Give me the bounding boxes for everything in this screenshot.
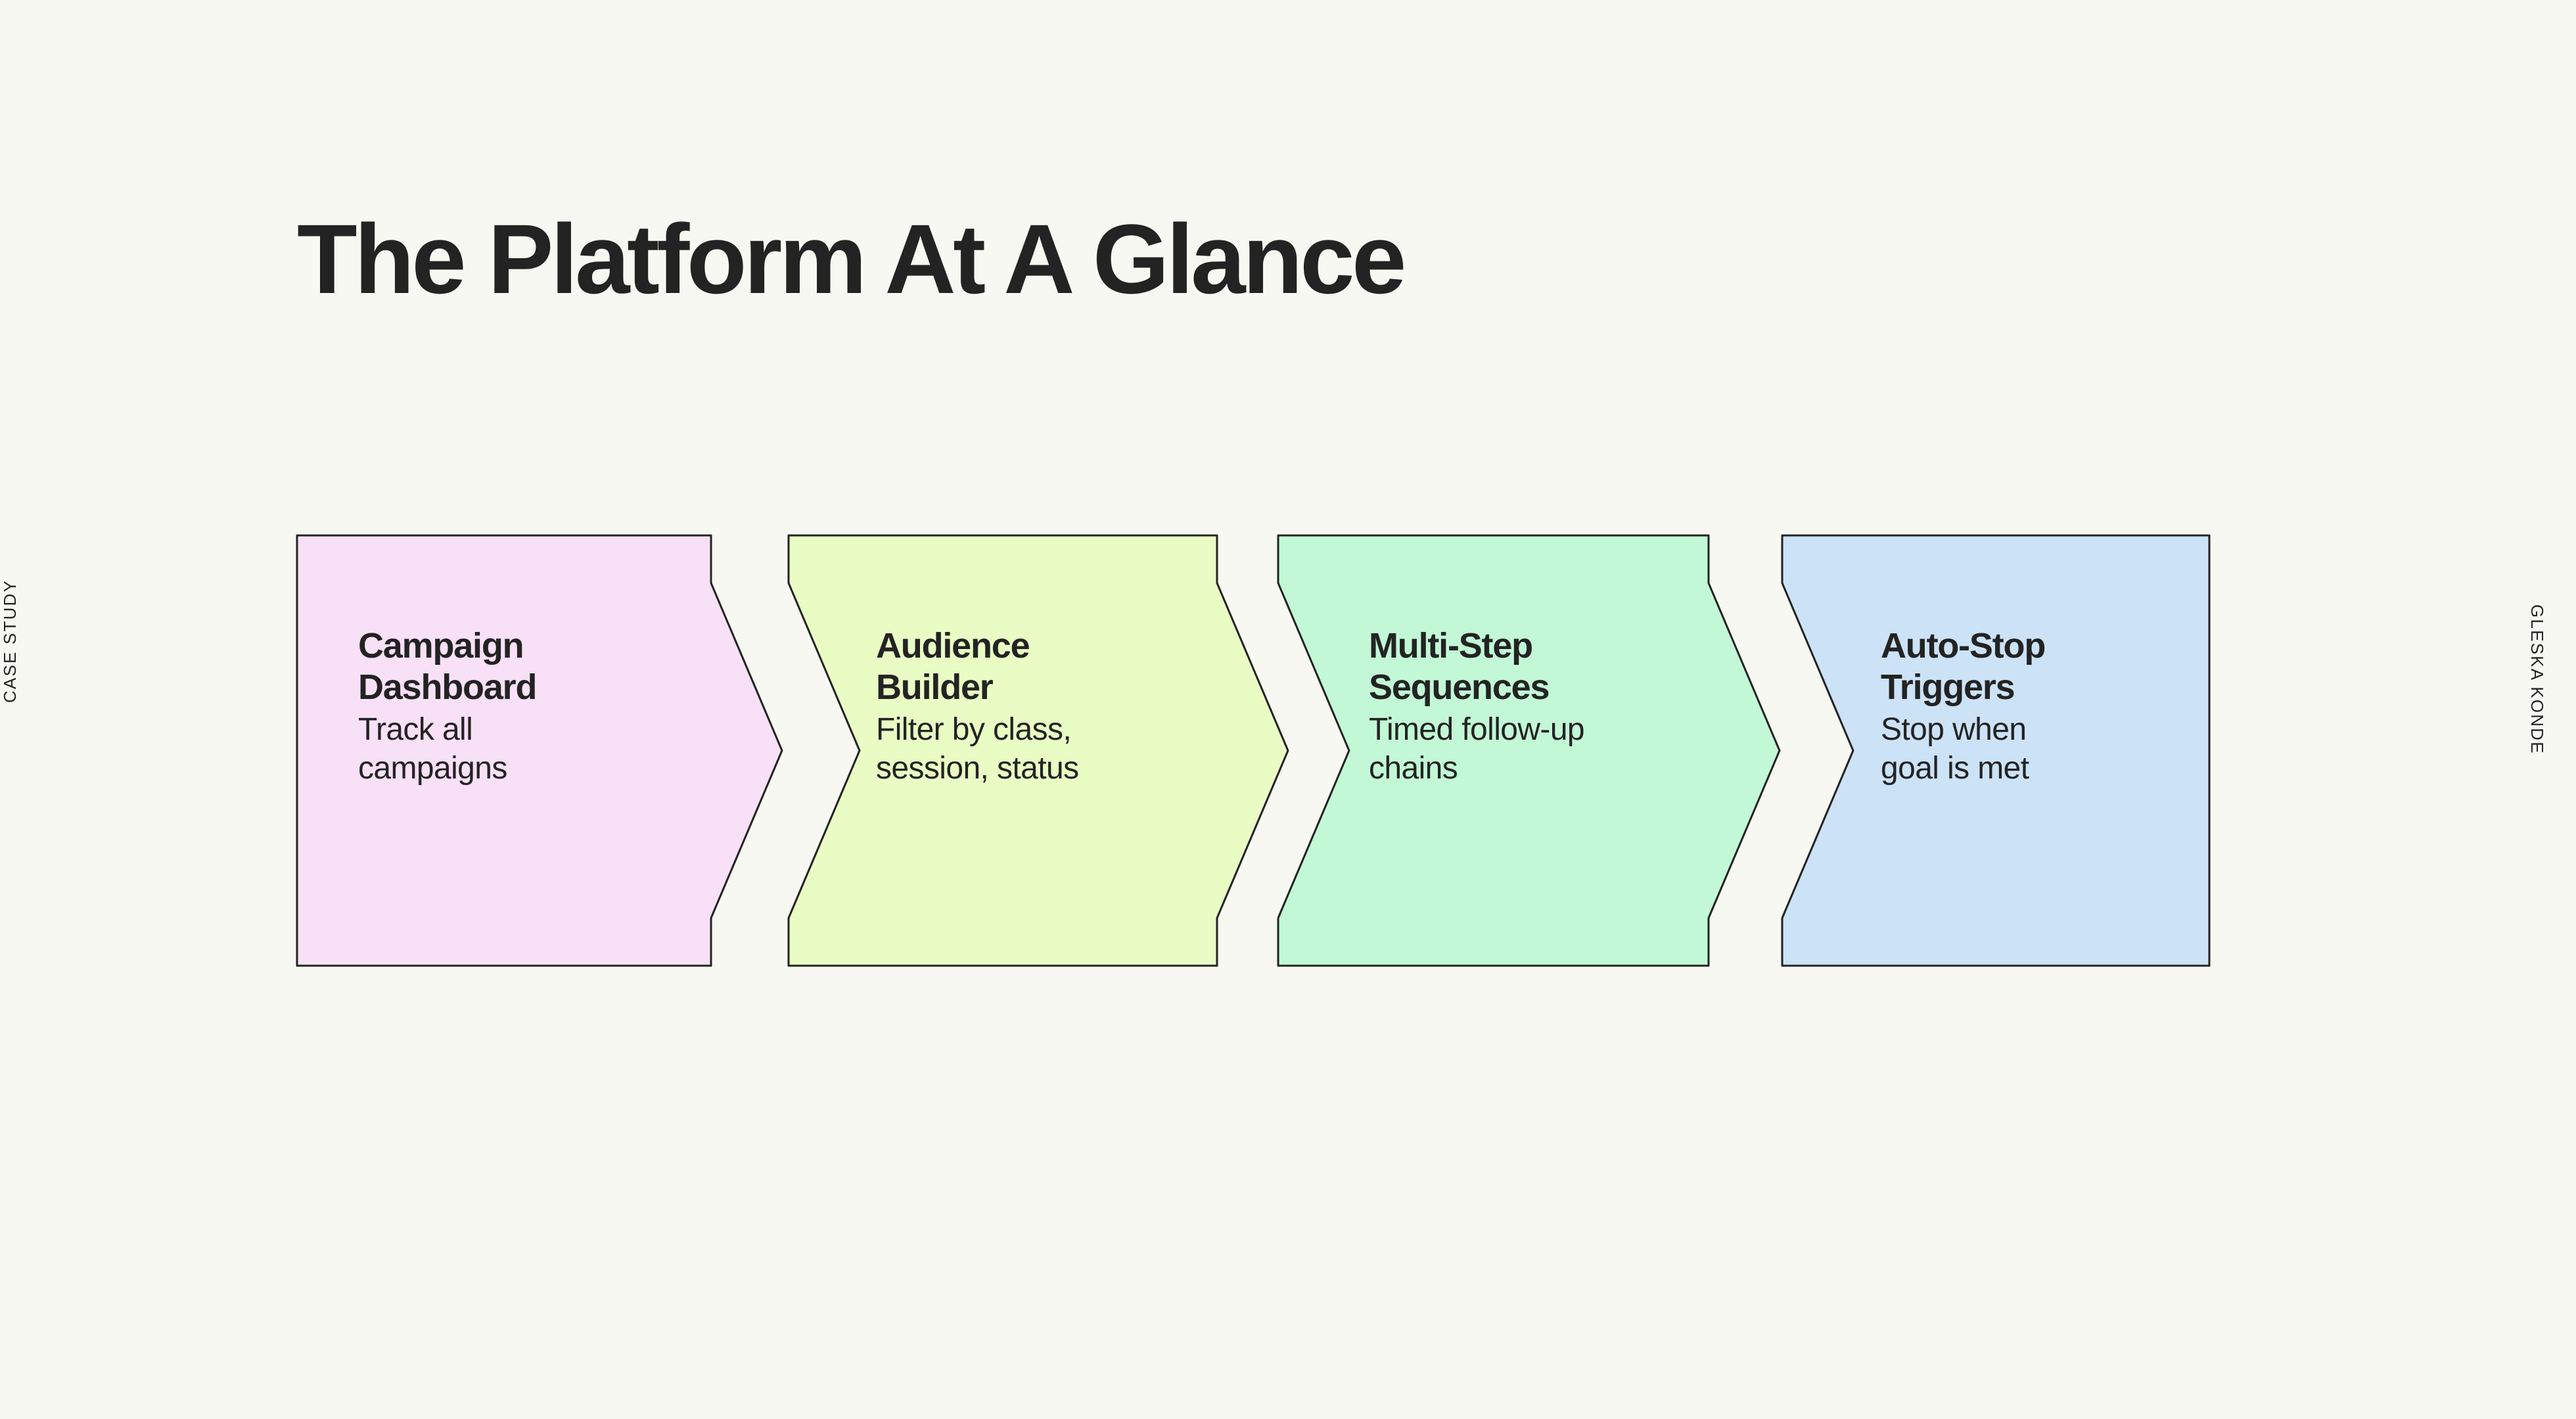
flow-step-2-description: Filter by class, session, status [876,712,1079,786]
flow-step-3-description: Timed follow-up chains [1369,712,1585,786]
flow-step-1-title: Campaign Dashboard [358,626,537,708]
flow-step-3-text: Multi-Step Sequences Timed follow-up cha… [1369,625,1711,788]
right-vertical-label: GLESKA KONDE [2527,604,2547,755]
flow-step-2-title: Audience Builder [876,626,1030,708]
flow-step-3-title: Multi-Step Sequences [1369,626,1550,708]
flow-step-1-description: Track all campaigns [358,712,507,786]
flow-step-1-text: Campaign Dashboard Track all campaigns [358,625,700,788]
flow-step-4-title: Auto-Stop Triggers [1881,626,2046,708]
flow-step-4-description: Stop when goal is met [1881,712,2029,786]
page-title: The Platform At A Glance [297,203,1406,314]
flow-step-2-text: Audience Builder Filter by class, sessio… [876,625,1218,788]
left-vertical-label: CASE STUDY [0,579,20,703]
flow-step-4-text: Auto-Stop Triggers Stop when goal is met [1881,625,2222,788]
